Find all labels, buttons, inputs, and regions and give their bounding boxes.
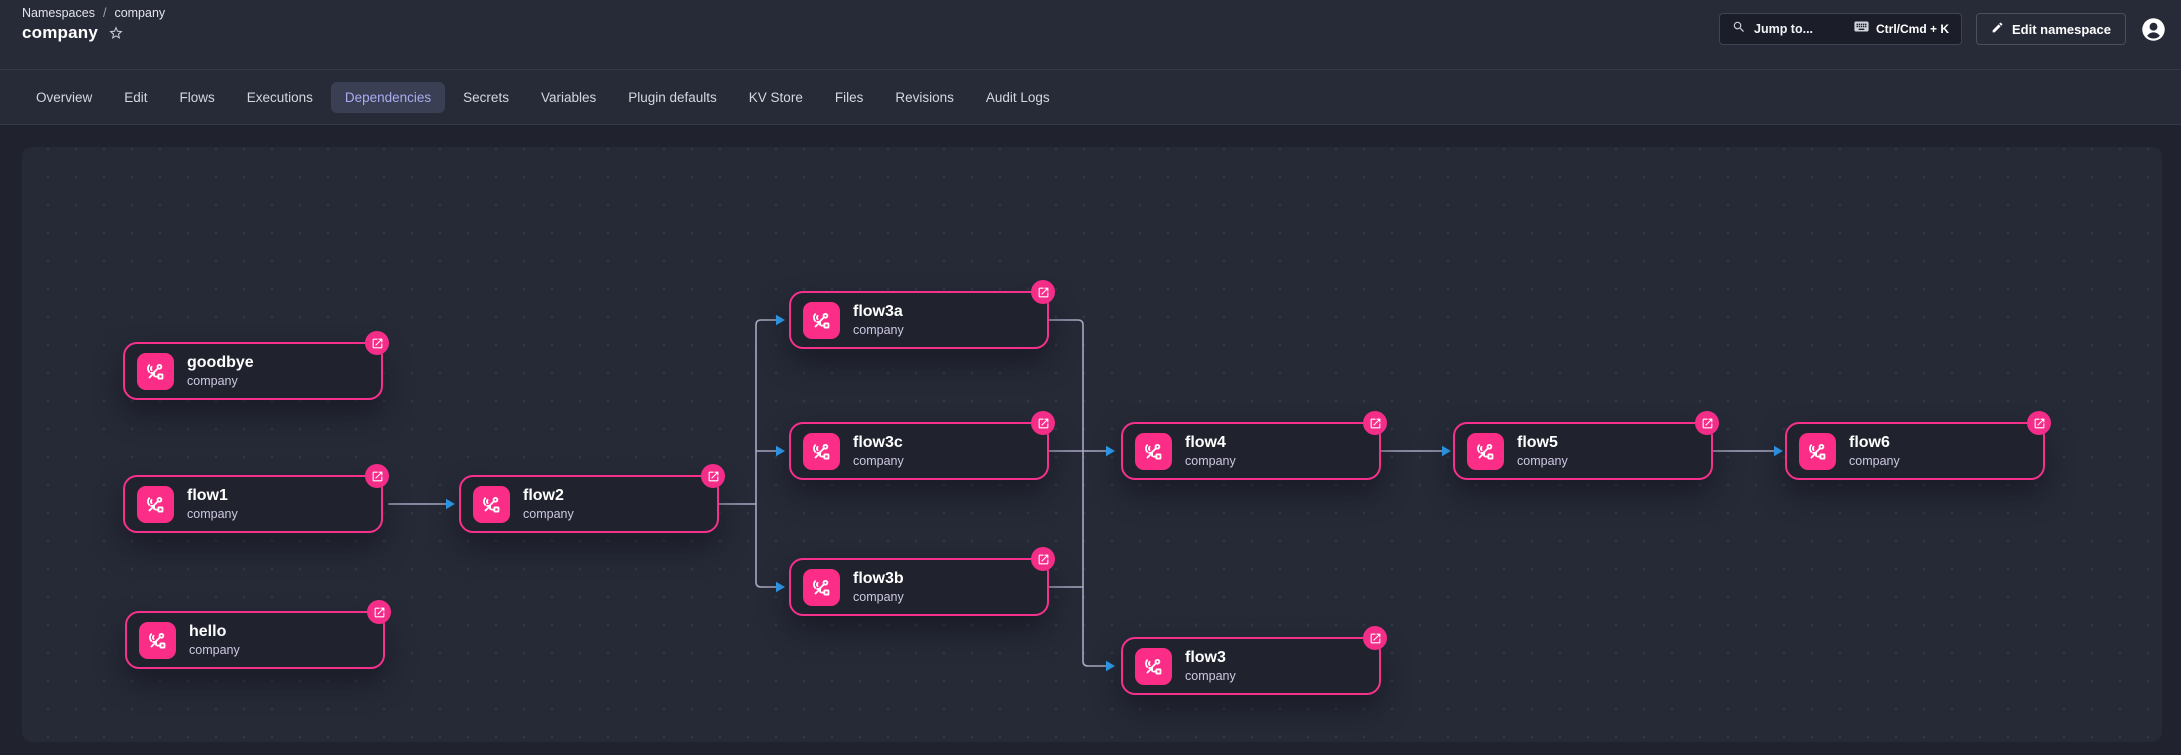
edit-namespace-button[interactable]: Edit namespace (1976, 13, 2126, 45)
page-title: company (22, 23, 99, 42)
jump-to-search[interactable]: Jump to... Ctrl/Cmd + K (1719, 13, 1962, 45)
open-flow-icon[interactable] (1695, 411, 1719, 435)
tab-plugin-defaults[interactable]: Plugin defaults (614, 82, 731, 113)
flow-icon (803, 432, 840, 470)
tab-audit-logs[interactable]: Audit Logs (972, 82, 1064, 113)
flow-node-namespace: company (189, 643, 240, 657)
open-flow-icon[interactable] (1031, 411, 1055, 435)
flow-node-flow1[interactable]: flow1 company (123, 464, 389, 533)
flow-node-flow6[interactable]: flow6 company (1785, 411, 2051, 480)
flow-node-flow3b[interactable]: flow3b company (789, 547, 1055, 616)
flow-node-title: flow2 (523, 486, 564, 504)
open-flow-icon[interactable] (1031, 547, 1055, 571)
flow-node-flow2[interactable]: flow2 company (459, 464, 725, 533)
tab-dependencies[interactable]: Dependencies (330, 81, 446, 113)
flow-icon (1467, 432, 1504, 470)
open-flow-icon[interactable] (2027, 411, 2051, 435)
open-flow-icon[interactable] (1031, 280, 1055, 304)
edit-namespace-label: Edit namespace (2012, 21, 2111, 37)
open-flow-icon[interactable] (365, 331, 389, 355)
open-flow-icon[interactable] (1363, 626, 1387, 650)
flow-node-title: flow5 (1517, 433, 1558, 451)
flow-node-namespace: company (853, 590, 904, 604)
tab-variables[interactable]: Variables (527, 82, 610, 113)
top-header: Namespaces / company company Jump to... … (0, 0, 2181, 70)
flow-icon (1135, 432, 1172, 470)
flow-node-flow4[interactable]: flow4 company (1121, 411, 1387, 480)
dependency-edges (388, 314, 1783, 672)
flow-node-title: flow3c (853, 433, 903, 451)
search-shortcut: Ctrl/Cmd + K (1875, 22, 1949, 36)
flow-node-hello[interactable]: hello company (125, 600, 391, 669)
flow-node-title: flow3a (853, 302, 903, 320)
flow-node-namespace: company (187, 374, 238, 388)
flow-icon (473, 485, 510, 523)
tab-revisions[interactable]: Revisions (881, 82, 968, 113)
flow-node-namespace: company (1517, 454, 1568, 468)
open-flow-icon[interactable] (701, 464, 725, 488)
flow-node-namespace: company (1185, 454, 1236, 468)
user-avatar-icon[interactable] (2140, 16, 2167, 43)
breadcrumb-namespaces-link[interactable]: Namespaces (22, 6, 95, 20)
flow-icon (1135, 647, 1172, 685)
tab-files[interactable]: Files (821, 82, 878, 113)
flow-icon (139, 621, 176, 659)
flow-node-namespace: company (853, 454, 904, 468)
breadcrumb: Namespaces / company (22, 6, 165, 20)
open-flow-icon[interactable] (367, 600, 391, 624)
flow-icon (1799, 432, 1836, 470)
flow-node-title: flow1 (187, 486, 228, 504)
flow-node-title: flow4 (1185, 433, 1226, 451)
flow-node-title: flow6 (1849, 433, 1890, 451)
flow-icon (137, 485, 174, 523)
flow-node-namespace: company (1849, 454, 1900, 468)
flow-node-flow5[interactable]: flow5 company (1453, 411, 1719, 480)
pencil-icon (1991, 21, 2004, 37)
tab-kv-store[interactable]: KV Store (735, 82, 817, 113)
flow-node-flow3[interactable]: flow3 company (1121, 626, 1387, 695)
keyboard-icon (1853, 18, 1870, 40)
tab-edit[interactable]: Edit (110, 82, 161, 113)
tab-overview[interactable]: Overview (22, 82, 106, 113)
favorite-star-icon[interactable] (108, 25, 124, 41)
flow-icon (137, 352, 174, 390)
flow-icon (803, 568, 840, 606)
flow-node-namespace: company (187, 507, 238, 521)
search-placeholder: Jump to... (1754, 22, 1814, 36)
flow-node-title: goodbye (187, 353, 254, 371)
flow-node-goodbye[interactable]: goodbye company (123, 331, 389, 400)
flow-node-title: flow3b (853, 569, 904, 587)
tab-secrets[interactable]: Secrets (449, 82, 523, 113)
flow-node-flow3a[interactable]: flow3a company (789, 280, 1055, 349)
open-flow-icon[interactable] (1363, 411, 1387, 435)
open-flow-icon[interactable] (365, 464, 389, 488)
flow-node-namespace: company (1185, 669, 1236, 683)
flow-node-title: flow3 (1185, 648, 1226, 666)
flow-node-namespace: company (523, 507, 574, 521)
search-icon (1732, 20, 1746, 39)
flow-icon (803, 301, 840, 339)
breadcrumb-current[interactable]: company (114, 6, 166, 20)
flow-node-namespace: company (853, 323, 904, 337)
flow-node-title: hello (189, 622, 227, 640)
breadcrumb-separator: / (102, 6, 107, 20)
flow-node-flow3c[interactable]: flow3c company (789, 411, 1055, 480)
tab-flows[interactable]: Flows (166, 82, 229, 113)
tab-executions[interactable]: Executions (233, 82, 327, 113)
